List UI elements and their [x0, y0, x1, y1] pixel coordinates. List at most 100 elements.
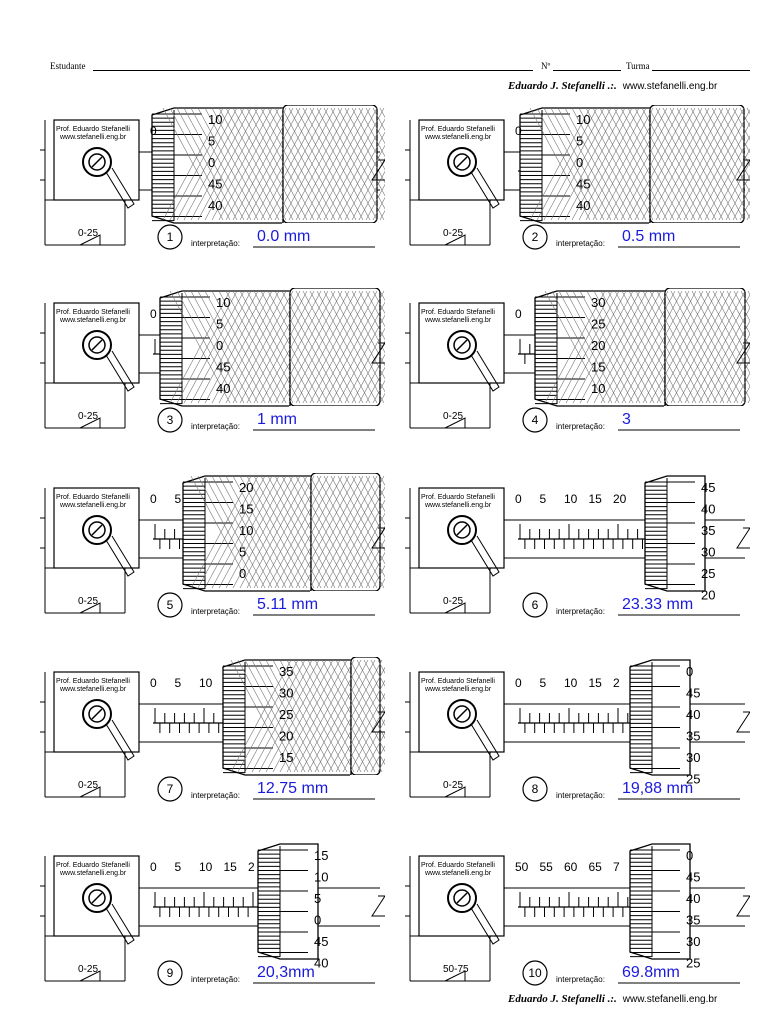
sleeve-number: 10: [199, 676, 213, 690]
thimble-number: 35: [701, 523, 715, 538]
thimble-number: 10: [576, 112, 590, 127]
sleeve-number: 10: [199, 860, 213, 874]
frame-label-line1: Prof. Eduardo Stefanelli: [421, 862, 495, 869]
thimble-number: 40: [686, 891, 700, 906]
thimble-number: 15: [239, 502, 253, 517]
answer-field[interactable]: 23.33 mm: [622, 596, 693, 613]
sleeve-number: 15: [589, 492, 603, 506]
sleeve-number: 15: [589, 676, 603, 690]
frame-label-line1: Prof. Eduardo Stefanelli: [421, 678, 495, 685]
thimble-number: 30: [279, 686, 293, 701]
sleeve-number: 0: [150, 307, 157, 321]
sleeve-number: 50: [515, 860, 529, 874]
thimble-number: 45: [701, 480, 715, 495]
sleeve-number: 0: [150, 676, 157, 690]
micrometer-drawing: Prof. Eduardo Stefanelliwww.stefanelli.e…: [40, 652, 558, 802]
number-field[interactable]: [553, 70, 621, 71]
author-site: www.stefanelli.eng.br: [622, 81, 718, 92]
exercise-number-badge: 1: [157, 224, 183, 250]
thimble-number: 45: [576, 177, 590, 192]
sleeve-number: 7: [613, 860, 620, 874]
exercise-number-badge: 5: [157, 592, 183, 618]
sleeve-number: 0: [515, 307, 522, 321]
thimble-number: 20: [239, 480, 253, 495]
micrometer-drawing: Prof. Eduardo Stefanelliwww.stefanelli.e…: [40, 100, 553, 250]
answer-field[interactable]: 5.11 mm: [257, 596, 318, 613]
exercise-number: 8: [532, 782, 539, 796]
thimble-number: 15: [279, 750, 293, 765]
author-signature: Eduardo J. Stefanelli .:.: [508, 80, 617, 92]
exercise-number: 4: [532, 413, 539, 427]
exercise-number: 7: [167, 782, 174, 796]
thimble-number: 25: [686, 772, 700, 787]
answer-field[interactable]: 19,88 mm: [622, 780, 693, 797]
thimble-number: 30: [591, 295, 605, 310]
exercise-number: 9: [167, 966, 174, 980]
micrometer-drawing: Prof. Eduardo Stefanelliwww.stefanelli.e…: [405, 283, 768, 433]
micrometer-drawing: Prof. Eduardo Stefanelliwww.stefanelli.e…: [405, 475, 751, 618]
student-name-field[interactable]: [93, 70, 533, 71]
micrometer-drawing: Prof. Eduardo Stefanelliwww.stefanelli.e…: [405, 659, 751, 802]
micrometer-range: 0-25: [78, 411, 98, 422]
thimble-number: 45: [216, 360, 230, 375]
thimble-number: 30: [701, 545, 715, 560]
micrometer-range: 0-25: [78, 228, 98, 239]
micrometer-drawing: Prof. Eduardo Stefanelliwww.stefanelli.e…: [405, 843, 751, 986]
sleeve-number: 0: [150, 492, 157, 506]
thimble-number: 35: [279, 664, 293, 679]
frame-label-line2: www.stefanelli.eng.br: [424, 317, 492, 324]
sleeve-number: 0: [515, 124, 522, 138]
thimble-number: 25: [686, 956, 700, 971]
interpretation-label: interpretação:: [556, 975, 605, 984]
thimble-number: 0: [216, 338, 223, 353]
class-label: Turma: [626, 61, 650, 71]
micrometer-range: 0-25: [78, 964, 98, 975]
micrometer-drawing: Prof. Eduardo Stefanelliwww.stefanelli.e…: [40, 843, 386, 986]
footer-signature: Eduardo J. Stefanelli .:.: [508, 993, 617, 1005]
interpretation-label: interpretação:: [556, 607, 605, 616]
interpretation-label: interpretação:: [556, 422, 605, 431]
footer-credit: Eduardo J. Stefanelli .:. www.stefanelli.…: [508, 993, 717, 1005]
answer-field[interactable]: 20,3mm: [257, 964, 315, 981]
exercise-number-badge: 8: [522, 776, 548, 802]
interpretation-label: interpretação:: [191, 791, 240, 800]
answer-field[interactable]: 69.8mm: [622, 964, 680, 981]
thimble-number: 30: [686, 750, 700, 765]
footer-site: www.stefanelli.eng.br: [622, 994, 718, 1005]
answer-field[interactable]: 3: [622, 411, 631, 428]
thimble-number: 20: [701, 588, 715, 603]
sleeve-number: 0: [515, 492, 522, 506]
exercise-number-badge: 7: [157, 776, 183, 802]
thimble-number: 0: [686, 848, 693, 863]
thimble-number: 5: [239, 545, 246, 560]
thimble-number: 0: [208, 155, 215, 170]
answer-field[interactable]: 0.5 mm: [622, 228, 675, 245]
sleeve-number: 65: [589, 860, 603, 874]
exercise-number: 6: [532, 598, 539, 612]
exercise-number: 5: [167, 598, 174, 612]
thimble-number: 25: [591, 317, 605, 332]
thimble-number: 25: [701, 566, 715, 581]
sleeve-number: 0: [150, 124, 157, 138]
micrometer-range: 0-25: [443, 228, 463, 239]
thimble-number: 10: [314, 870, 328, 885]
interpretation-label: interpretação:: [191, 975, 240, 984]
sleeve-number: 5: [175, 492, 182, 506]
frame-label-line1: Prof. Eduardo Stefanelli: [56, 678, 130, 685]
answer-field[interactable]: 12.75 mm: [257, 780, 328, 797]
answer-field[interactable]: 1 mm: [257, 411, 297, 428]
thimble-number: 40: [686, 707, 700, 722]
class-field[interactable]: [652, 70, 750, 71]
sleeve-number: 0: [515, 676, 522, 690]
answer-field[interactable]: 0.0 mm: [257, 228, 310, 245]
micrometer-drawing: Prof. Eduardo Stefanelliwww.stefanelli.e…: [40, 283, 560, 433]
sleeve-number: 20: [613, 492, 627, 506]
thimble-number: 20: [591, 338, 605, 353]
thimble-number: 0: [314, 913, 321, 928]
thimble-number: 15: [314, 848, 328, 863]
thimble-number: 40: [208, 198, 222, 213]
